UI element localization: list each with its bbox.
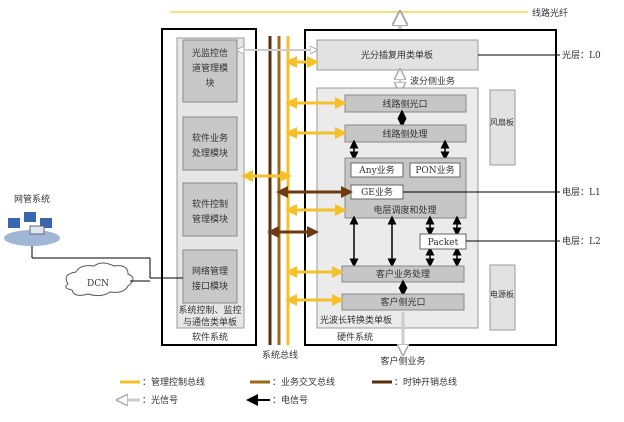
any-label: Any业务 xyxy=(358,164,394,176)
module-text: 软件业务 xyxy=(192,132,228,144)
software-title: 软件系统 xyxy=(192,331,228,343)
nms-label: 网管系统 xyxy=(14,193,50,205)
module-text: 接口模块 xyxy=(192,280,228,292)
legend-label: ：业务交叉总线 xyxy=(272,376,335,388)
legend-label: ：时钟开销总线 xyxy=(394,376,457,388)
layer-l0: 光层：L0 xyxy=(562,49,601,61)
module-text: 道管理模 xyxy=(192,62,228,74)
otu-label: 光波长转换类单板 xyxy=(320,314,392,326)
service-bus-arrows xyxy=(267,186,353,238)
pon-service xyxy=(409,162,461,178)
pon-label: PON业务 xyxy=(415,164,454,176)
control-module xyxy=(182,182,238,237)
legend-label: ：光信号 xyxy=(142,394,178,406)
dcn-label: DCN xyxy=(87,279,109,289)
client-service-label: 客户侧业务 xyxy=(380,355,425,367)
osc-module xyxy=(182,39,238,103)
legend-label: ：电信号 xyxy=(272,394,308,406)
management-bus-arrows xyxy=(241,56,347,306)
elec-proc-label: 电层调度和处理 xyxy=(373,204,436,216)
fan-label: 风扇板 xyxy=(490,117,514,127)
module-text: 软件控制 xyxy=(192,198,228,210)
layer-l2: 电层：L2 xyxy=(562,235,601,247)
legend-label: ：管理控制总线 xyxy=(142,376,205,388)
dcn-cloud-icon xyxy=(65,262,134,297)
board-label: 系统控制、监控 xyxy=(178,304,241,316)
ge-label: GE业务 xyxy=(361,186,393,198)
layer-l1: 电层：L1 xyxy=(562,186,601,198)
power-label: 电源板 xyxy=(490,289,514,299)
wdm-service-label: 波分侧业务 xyxy=(410,75,455,87)
board-label: 与通信类单板 xyxy=(183,316,237,328)
client-proc-label: 客户业务处理 xyxy=(376,268,430,280)
packet-label: Packet xyxy=(428,238,459,248)
module-text: 管理模块 xyxy=(192,213,228,225)
nms-computers-icon xyxy=(4,212,60,246)
hardware-title: 硬件系统 xyxy=(337,331,373,343)
line-proc-label: 线路侧处理 xyxy=(382,128,427,140)
service-module xyxy=(182,116,238,171)
any-service xyxy=(350,162,404,178)
client-port-label: 客户侧光口 xyxy=(380,296,425,308)
oadm-label: 光分插复用类单板 xyxy=(361,49,433,61)
fiber-label: 线路光纤 xyxy=(532,7,568,19)
fan-board xyxy=(489,89,516,166)
line-port-label: 线路侧光口 xyxy=(382,98,427,110)
nm-interface-module xyxy=(182,249,238,304)
power-board xyxy=(489,264,516,331)
legend: ：管理控制总线 ：业务交叉总线 ：时钟开销总线 ：光信号 ：电信号 xyxy=(120,376,457,406)
bus-label: 系统总线 xyxy=(262,349,298,361)
module-text: 处理模块 xyxy=(192,147,228,159)
module-text: 块 xyxy=(205,77,214,89)
module-text: 光监控信 xyxy=(192,47,228,59)
module-text: 网络管理 xyxy=(192,265,228,277)
